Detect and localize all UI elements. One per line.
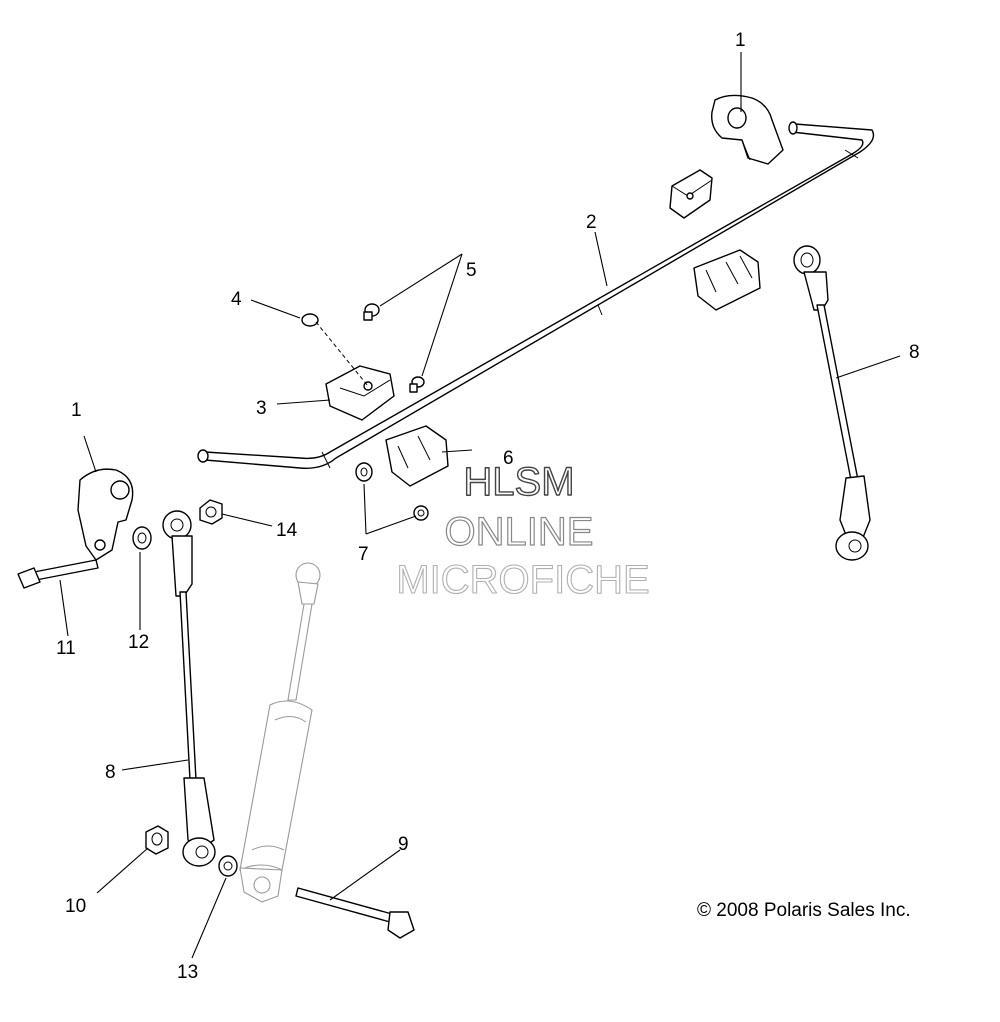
callout-4: 4 — [231, 289, 242, 310]
callout-12: 12 — [128, 632, 149, 653]
callout-2: 2 — [586, 212, 597, 233]
bushing-lower-right — [693, 249, 761, 311]
nut-14 — [199, 499, 223, 525]
callout-8-left: 8 — [105, 762, 116, 783]
washer-7b — [413, 505, 429, 521]
bushing-clamp-3 — [325, 365, 395, 421]
bushing-clamp-left — [77, 468, 134, 561]
fastener-4 — [301, 313, 369, 387]
washer-12 — [132, 526, 152, 550]
screw-5a — [363, 303, 380, 321]
bolt-9 — [295, 887, 415, 939]
bolt-11 — [17, 559, 99, 589]
washer-7a — [355, 462, 373, 482]
bushing-clamp-top — [711, 94, 784, 165]
watermark-line-2: ONLINE — [445, 510, 594, 554]
watermark-line-3: MICROFICHE — [396, 558, 649, 602]
link-rod-right — [793, 245, 871, 561]
callout-6: 6 — [503, 448, 514, 469]
bushing-upper-right — [669, 169, 713, 219]
callout-numbers: 1 2 4 5 3 6 7 8 1 14 11 12 8 9 10 13 — [56, 30, 920, 983]
nut-10 — [145, 825, 169, 855]
watermark-line-1: HLSM — [463, 460, 574, 504]
copyright-notice: © 2008 Polaris Sales Inc. — [697, 900, 911, 921]
callout-11: 11 — [56, 638, 76, 659]
bushing-6 — [385, 425, 449, 487]
callout-13: 13 — [177, 962, 198, 983]
washer-13 — [218, 855, 238, 877]
shock-absorber — [239, 562, 321, 903]
callout-7: 7 — [358, 544, 369, 565]
link-rod-left — [162, 510, 216, 867]
callout-9: 9 — [398, 834, 409, 855]
watermark: HLSM ONLINE MICROFICHE — [396, 459, 650, 602]
callout-1-left: 1 — [71, 400, 82, 421]
callout-1-top: 1 — [735, 30, 746, 51]
stabilizer-bar — [197, 121, 875, 469]
leader-lines — [59, 52, 901, 959]
callout-14: 14 — [276, 520, 298, 541]
screw-5b — [409, 376, 425, 393]
callout-10: 10 — [65, 896, 86, 917]
callout-5: 5 — [466, 260, 477, 281]
callout-8-right: 8 — [909, 342, 920, 363]
callout-3: 3 — [256, 398, 267, 419]
